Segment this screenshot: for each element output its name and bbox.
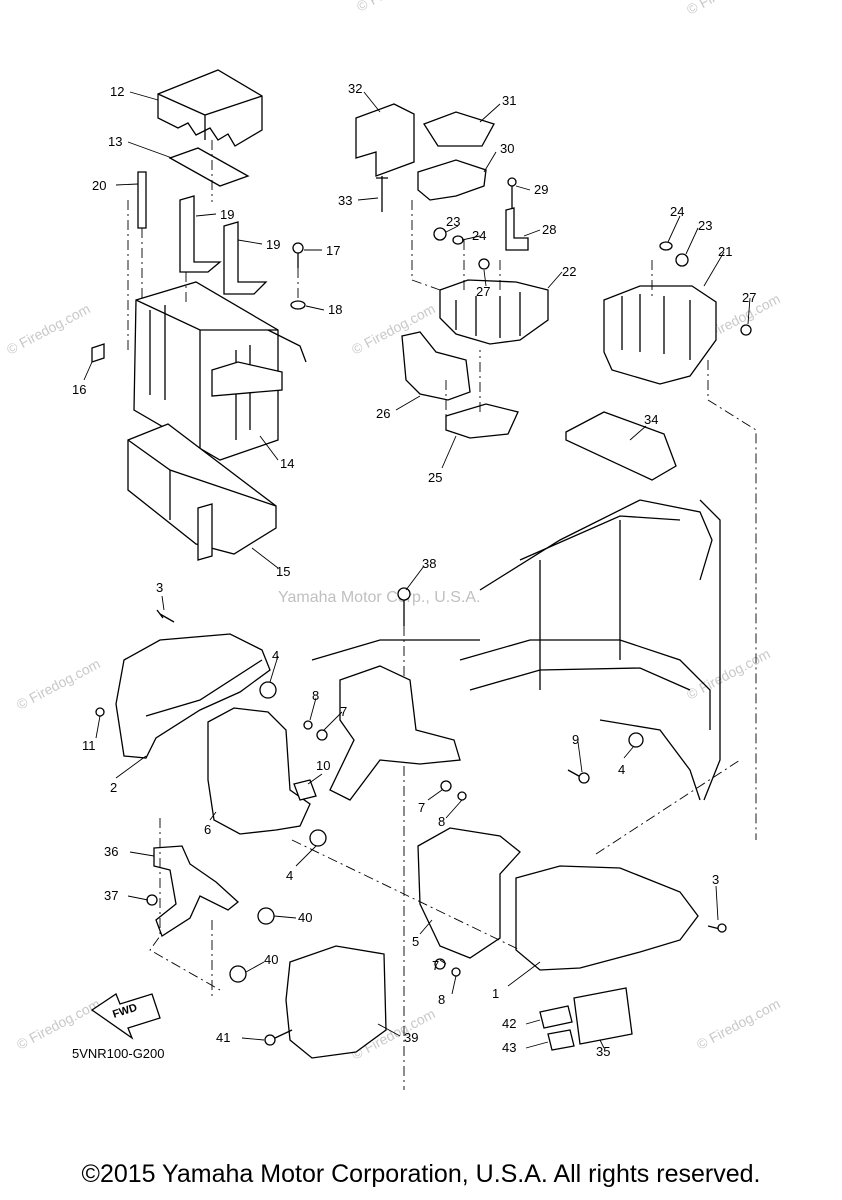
label-13: 13 bbox=[108, 134, 122, 149]
label-16: 16 bbox=[72, 382, 86, 397]
right-side-covers bbox=[291, 759, 741, 1051]
label-8-a: 8 bbox=[312, 688, 319, 703]
label-25: 25 bbox=[428, 470, 442, 485]
label-37: 37 bbox=[104, 888, 118, 903]
relay-bracket-group bbox=[355, 103, 549, 439]
label-30: 30 bbox=[500, 141, 514, 156]
watermark-right: © Firedog.com bbox=[684, 645, 773, 702]
label-29: 29 bbox=[534, 182, 548, 197]
label-36: 36 bbox=[104, 844, 118, 859]
label-8-b: 8 bbox=[438, 814, 445, 829]
label-23-a: 23 bbox=[446, 214, 460, 229]
label-35: 35 bbox=[596, 1044, 610, 1059]
label-23-b: 23 bbox=[698, 218, 712, 233]
label-19-a: 19 bbox=[220, 207, 234, 222]
label-6: 6 bbox=[204, 822, 211, 837]
label-43: 43 bbox=[502, 1040, 516, 1055]
label-11: 11 bbox=[82, 738, 96, 753]
copyright-notice: ©2015 Yamaha Motor Corporation, U.S.A. A… bbox=[81, 1160, 761, 1188]
leader-lines bbox=[83, 91, 751, 1049]
label-19-b: 19 bbox=[266, 237, 280, 252]
label-3-b: 3 bbox=[712, 872, 719, 887]
label-24-a: 24 bbox=[472, 228, 486, 243]
label-7-c: 7 bbox=[432, 958, 439, 973]
label-24-b: 24 bbox=[670, 204, 684, 219]
watermark-bottom-right: © Firedog.com bbox=[694, 995, 783, 1052]
label-39: 39 bbox=[404, 1030, 418, 1045]
label-22: 22 bbox=[562, 264, 576, 279]
label-7-b: 7 bbox=[418, 800, 425, 815]
watermark-top-mid: © Firedog.com bbox=[354, 0, 443, 15]
label-34: 34 bbox=[644, 412, 658, 427]
label-10: 10 bbox=[316, 758, 330, 773]
label-14: 14 bbox=[280, 456, 294, 471]
watermark-left: © Firedog.com bbox=[14, 655, 103, 712]
watermark-left-top: © Firedog.com bbox=[4, 300, 93, 357]
label-27-b: 27 bbox=[742, 290, 756, 305]
label-8-c: 8 bbox=[438, 992, 445, 1007]
label-18: 18 bbox=[328, 302, 342, 317]
label-38: 38 bbox=[422, 556, 436, 571]
diagram-code: 5VNR100-G200 bbox=[72, 1046, 165, 1061]
label-17: 17 bbox=[326, 243, 340, 258]
label-32: 32 bbox=[348, 81, 362, 96]
part-labels: 12 13 20 19 19 17 18 16 14 15 32 31 30 3… bbox=[72, 81, 756, 1059]
label-28: 28 bbox=[542, 222, 556, 237]
left-side-covers bbox=[95, 609, 644, 847]
label-15: 15 bbox=[276, 564, 290, 579]
watermark-top-right: © Firedog.com bbox=[684, 0, 773, 18]
label-21: 21 bbox=[718, 244, 732, 259]
label-3-a: 3 bbox=[156, 580, 163, 595]
label-1: 1 bbox=[492, 986, 499, 1001]
label-9: 9 bbox=[572, 732, 579, 747]
lower-left-group: FWD bbox=[90, 818, 387, 1059]
watermark-bottom-left: © Firedog.com bbox=[14, 995, 103, 1052]
frame bbox=[311, 499, 721, 1090]
label-4-b: 4 bbox=[286, 868, 293, 883]
label-31: 31 bbox=[502, 93, 516, 108]
label-12: 12 bbox=[110, 84, 124, 99]
label-41: 41 bbox=[216, 1030, 230, 1045]
right-holder-group bbox=[565, 241, 757, 840]
label-5: 5 bbox=[412, 934, 419, 949]
label-7-a: 7 bbox=[340, 704, 347, 719]
label-4-c: 4 bbox=[618, 762, 625, 777]
battery-box-group bbox=[91, 69, 307, 561]
label-2: 2 bbox=[110, 780, 117, 795]
label-20: 20 bbox=[92, 178, 106, 193]
label-27-a: 27 bbox=[476, 284, 490, 299]
label-42: 42 bbox=[502, 1016, 516, 1031]
label-4-a: 4 bbox=[272, 648, 279, 663]
label-33: 33 bbox=[338, 193, 352, 208]
label-40-b: 40 bbox=[264, 952, 278, 967]
label-26: 26 bbox=[376, 406, 390, 421]
label-40-a: 40 bbox=[298, 910, 312, 925]
watermark-center: Yamaha Motor Corp., U.S.A. bbox=[278, 589, 480, 606]
